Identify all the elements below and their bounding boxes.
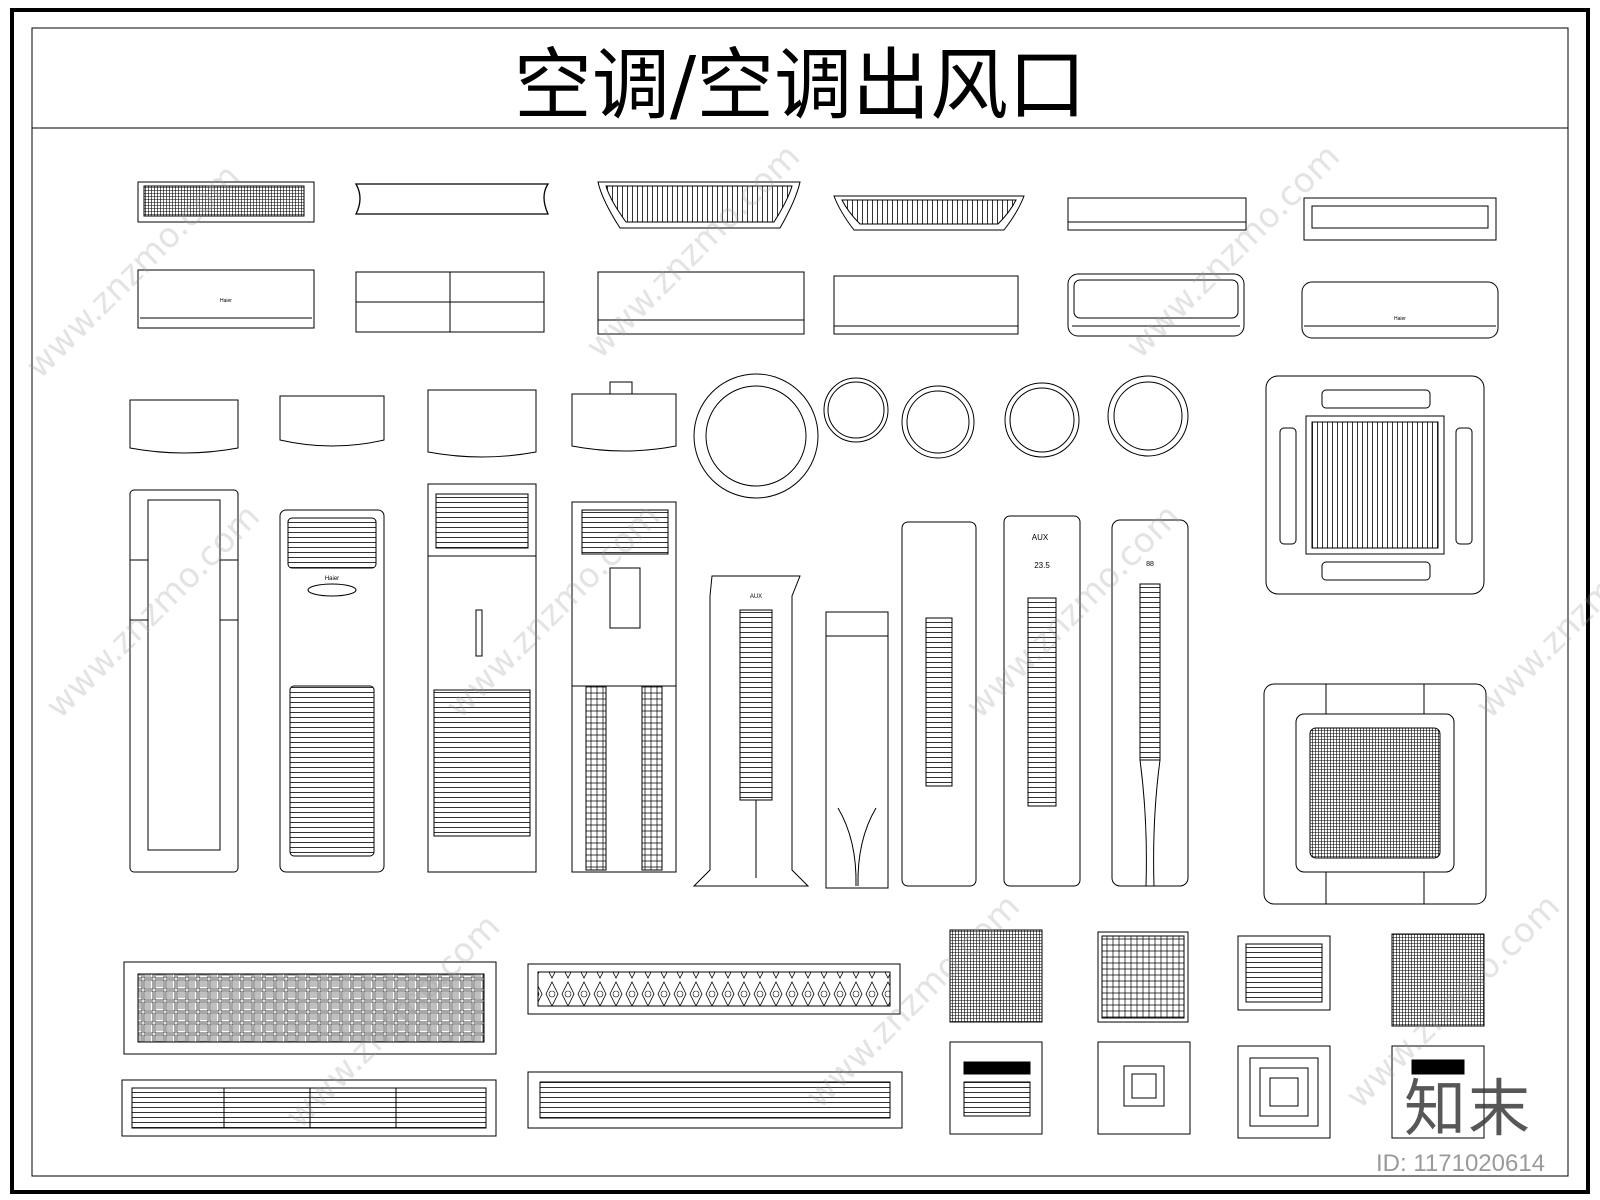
brand-label-haier-1: Haier [220, 298, 232, 304]
floor-unit-row: Haier AUX AUX 23.5 88 [129, 483, 1189, 889]
panel-digits: 88 [1146, 561, 1154, 568]
linear-grille-group [121, 961, 903, 1137]
wall-unit-row-2: Haier Haier [137, 269, 1499, 339]
watermark-1: www.znzmo.com [18, 156, 248, 386]
brand-label-aux-2: AUX [1032, 533, 1049, 542]
panel-display-value: 23.5 [1034, 561, 1050, 570]
watermark-2: www.znzmo.com [578, 136, 808, 366]
outer-frame [10, 8, 1590, 1194]
id-label: ID: 1171020614 [1376, 1150, 1546, 1177]
brand-label-haier-2: Haier [1394, 316, 1406, 322]
page-title: 空调/空调出风口 [514, 41, 1086, 131]
watermark-4: www.znzmo.com [38, 496, 268, 726]
watermark-3: www.znzmo.com [1118, 136, 1348, 366]
watermark-7: www.znzmo.com [1468, 496, 1600, 726]
inner-frame [31, 27, 1569, 1177]
cassette-unit-2 [1263, 683, 1487, 905]
brand-logo: 知末 [1404, 1072, 1533, 1145]
brand-label-haier-3: Haier [325, 576, 339, 582]
square-diffuser-group [949, 929, 1485, 1139]
brand-label-aux-1: AUX [750, 594, 762, 600]
cassette-unit-1 [1265, 375, 1485, 595]
round-diffuser-row [129, 373, 1189, 499]
wall-unit-row-1 [137, 181, 1497, 241]
